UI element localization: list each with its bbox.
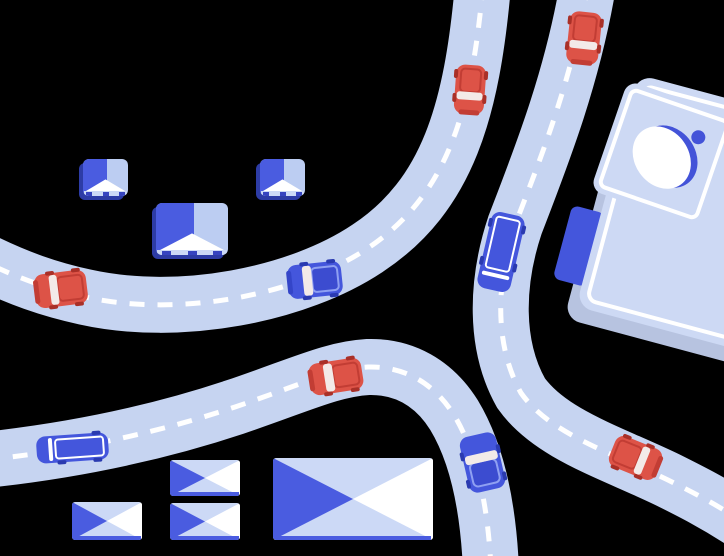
box-building-2 [260, 159, 305, 196]
car-wheel [350, 386, 360, 392]
road-top-left-curve [0, 0, 510, 333]
blue-car-left [285, 258, 344, 301]
building-foot [263, 192, 270, 196]
car-wheel [452, 92, 457, 102]
envelope-small-left [72, 502, 142, 540]
truck-wheel [90, 430, 100, 436]
car-wheel [319, 359, 329, 365]
box-building-1 [83, 159, 128, 196]
envelope-bottom-edge [274, 536, 432, 540]
building-foot [86, 192, 93, 196]
car-roof [55, 273, 86, 303]
building-base [157, 250, 227, 255]
car-wheel [453, 68, 459, 78]
building-foot [213, 251, 223, 255]
truck-wheel [56, 459, 66, 465]
building-foot [295, 192, 302, 196]
envelope-bottom-edge [170, 492, 240, 496]
car-roof [330, 360, 361, 389]
red-car-left [32, 267, 89, 310]
envelope-large [273, 458, 433, 540]
red-car-top-right [564, 10, 605, 67]
building-foot [187, 251, 197, 255]
building-foot [279, 192, 286, 196]
envelope-small-top [170, 460, 240, 496]
building-foot [102, 192, 109, 196]
box-building-3 [156, 203, 228, 255]
envelope-small-bottom [170, 503, 240, 540]
car-windshield [456, 90, 483, 101]
road-top-left-centerline [0, 0, 485, 308]
road-top-right-centerline [498, 0, 724, 513]
cargo-truck [35, 430, 109, 465]
building-base [83, 191, 128, 196]
car-wheel [324, 390, 334, 397]
building-foot [161, 251, 171, 255]
car-roof [458, 66, 483, 94]
car-wheel [345, 354, 355, 361]
car-wheel [483, 70, 489, 80]
envelope-bottom-edge [170, 536, 240, 540]
satellite-building [552, 36, 724, 366]
truck-wheel [92, 457, 102, 463]
car-bumper [457, 108, 480, 116]
car-wheel [481, 94, 487, 105]
building-base [260, 191, 305, 196]
building-foot [118, 192, 125, 196]
car-roof [309, 264, 340, 294]
red-car-top-middle [452, 63, 489, 116]
envelope-bottom-edge [72, 536, 142, 540]
car-roof [571, 13, 599, 44]
truck-cargo-box [53, 435, 106, 460]
